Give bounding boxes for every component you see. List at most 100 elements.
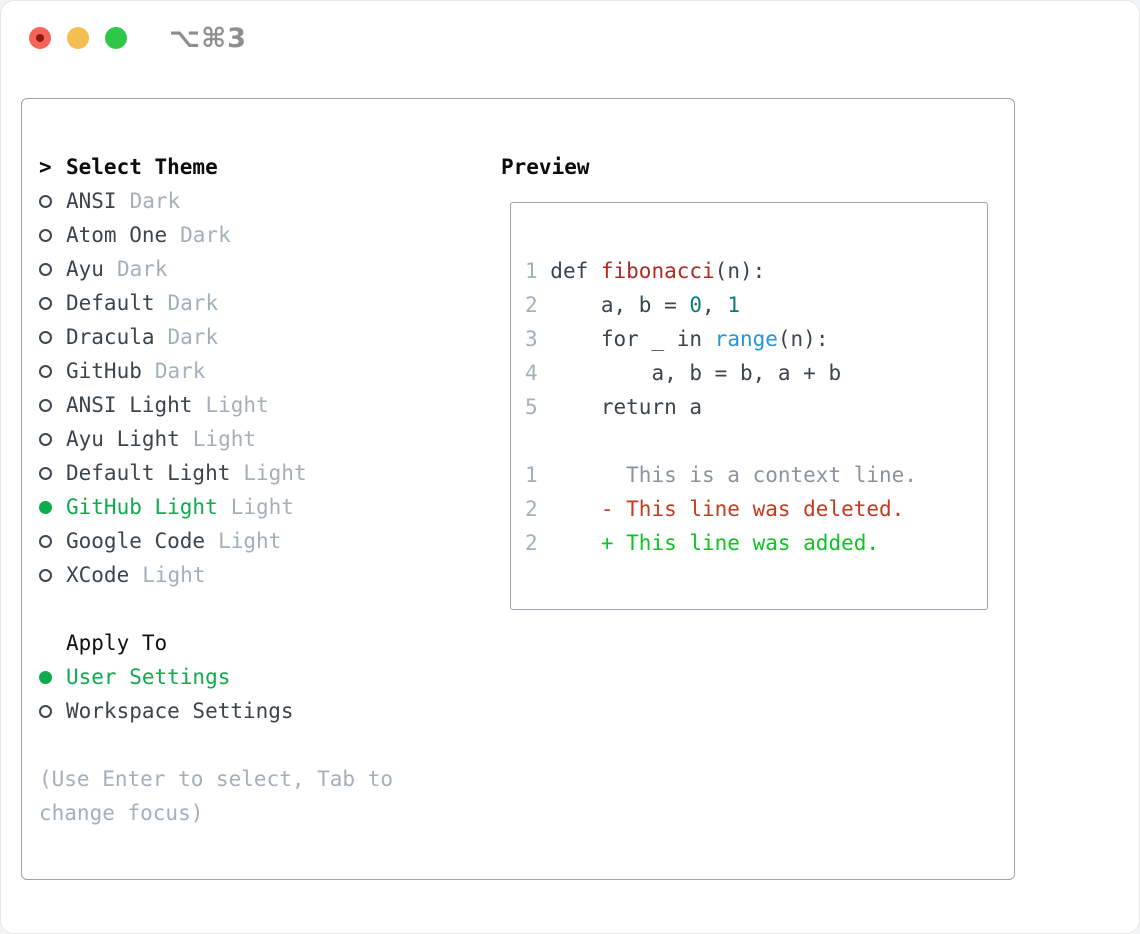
theme-name: Google Code [66, 529, 206, 553]
hint-text: (Use Enter to select, Tab to [39, 767, 394, 791]
code-line: 4 a, b = b, a + b [525, 356, 987, 390]
line-number: 2 [525, 293, 538, 317]
theme-name: Ayu Light [66, 427, 180, 451]
theme-name: GitHub [66, 359, 142, 383]
theme-variant: Light [142, 563, 206, 587]
theme-variant: Light [192, 427, 257, 451]
radio-icon [39, 432, 66, 446]
radio-icon [39, 296, 66, 310]
theme-variant: Dark [116, 257, 168, 281]
radio-circle [39, 466, 52, 480]
theme-variant: Light [218, 529, 282, 553]
radio-icon [39, 364, 66, 378]
zoom-button[interactable] [105, 27, 127, 49]
theme-variant: Dark [180, 223, 231, 247]
line-number: 3 [525, 327, 538, 351]
radio-circle [39, 432, 52, 446]
hint-line: (Use Enter to select, Tab to [39, 762, 393, 796]
radio-circle [39, 194, 52, 208]
diff-line: 2 - This line was deleted. [525, 492, 987, 526]
code-token-plain: for _ in [537, 327, 715, 351]
apply-to-title: Apply To [66, 631, 168, 655]
radio-circle [39, 500, 52, 514]
prompt-icon: > [39, 155, 52, 179]
theme-option-default[interactable]: Default Dark [39, 286, 393, 320]
code-token-context: This is a context line. [537, 463, 917, 487]
preview-title: Preview [501, 155, 590, 179]
code-token-added: + This line was added. [537, 531, 880, 555]
radio-circle [39, 398, 52, 412]
line-number: 1 [525, 463, 538, 487]
radio-icon [39, 568, 66, 582]
code-token-number: 0 [689, 293, 703, 317]
hint-text: change focus) [39, 801, 204, 825]
diff-block: 1 This is a context line. 2 - This line w… [525, 458, 987, 560]
radio-icon [39, 228, 66, 242]
traffic-lights [29, 27, 127, 49]
code-token-builtin: range [714, 327, 778, 351]
radio-circle [39, 296, 52, 310]
apply-option-workspace-settings[interactable]: Workspace Settings [39, 694, 393, 728]
line-number: 4 [525, 361, 538, 385]
titlebar: ⌥⌘3 [1, 1, 1139, 98]
code-token-plain: a, b = [537, 293, 690, 317]
radio-icon [39, 534, 66, 548]
theme-option-default-light[interactable]: Default Light Light [39, 456, 393, 490]
radio-icon [39, 466, 66, 480]
theme-variant: Light [230, 495, 294, 519]
code-line: 5 return a [525, 390, 987, 424]
theme-variant: Light [243, 461, 307, 485]
apply-option-user-settings[interactable]: User Settings [39, 660, 393, 694]
select-theme-title: Select Theme [66, 155, 218, 179]
line-number: 5 [525, 395, 538, 419]
radio-circle [39, 262, 52, 276]
code-line: 3 for _ in range(n): [525, 322, 987, 356]
minimize-button[interactable] [67, 27, 89, 49]
radio-circle [39, 704, 52, 718]
diff-line: 2 + This line was added. [525, 526, 987, 560]
radio-selected-icon [39, 670, 66, 684]
code-token-plain: return a [537, 395, 703, 419]
theme-option-github[interactable]: GitHub Dark [39, 354, 393, 388]
theme-name: Default [66, 291, 155, 315]
theme-variant: Light [205, 393, 269, 417]
code-token-plain: (n): [777, 327, 829, 351]
code-token-deleted: - This line was deleted. [537, 497, 905, 521]
radio-selected-icon [39, 500, 66, 514]
code-line: 2 a, b = 0, 1 [525, 288, 987, 322]
close-button[interactable] [29, 27, 51, 49]
radio-circle [39, 364, 52, 378]
code-token-plain: (n): [714, 259, 766, 283]
theme-variant: Dark [167, 291, 219, 315]
hint-section: (Use Enter to select, Tab to change focu… [39, 762, 393, 830]
radio-icon [39, 194, 66, 208]
theme-name: Default Light [66, 461, 231, 485]
theme-name: ANSI [66, 189, 117, 213]
code-token-plain: , [702, 293, 728, 317]
theme-variant: Dark [167, 325, 219, 349]
line-number: 2 [525, 531, 538, 555]
theme-variant: Dark [154, 359, 206, 383]
radio-circle [39, 534, 52, 548]
theme-option-ayu-light[interactable]: Ayu Light Light [39, 422, 393, 456]
theme-option-google-code[interactable]: Google Code Light [39, 524, 393, 558]
radio-icon [39, 704, 66, 718]
code-token-plain: def [537, 259, 601, 283]
code-token-number: 1 [727, 293, 740, 317]
radio-circle [39, 568, 52, 582]
radio-icon [39, 398, 66, 412]
radio-circle [39, 228, 52, 242]
apply-to-header: Apply To [39, 626, 393, 660]
